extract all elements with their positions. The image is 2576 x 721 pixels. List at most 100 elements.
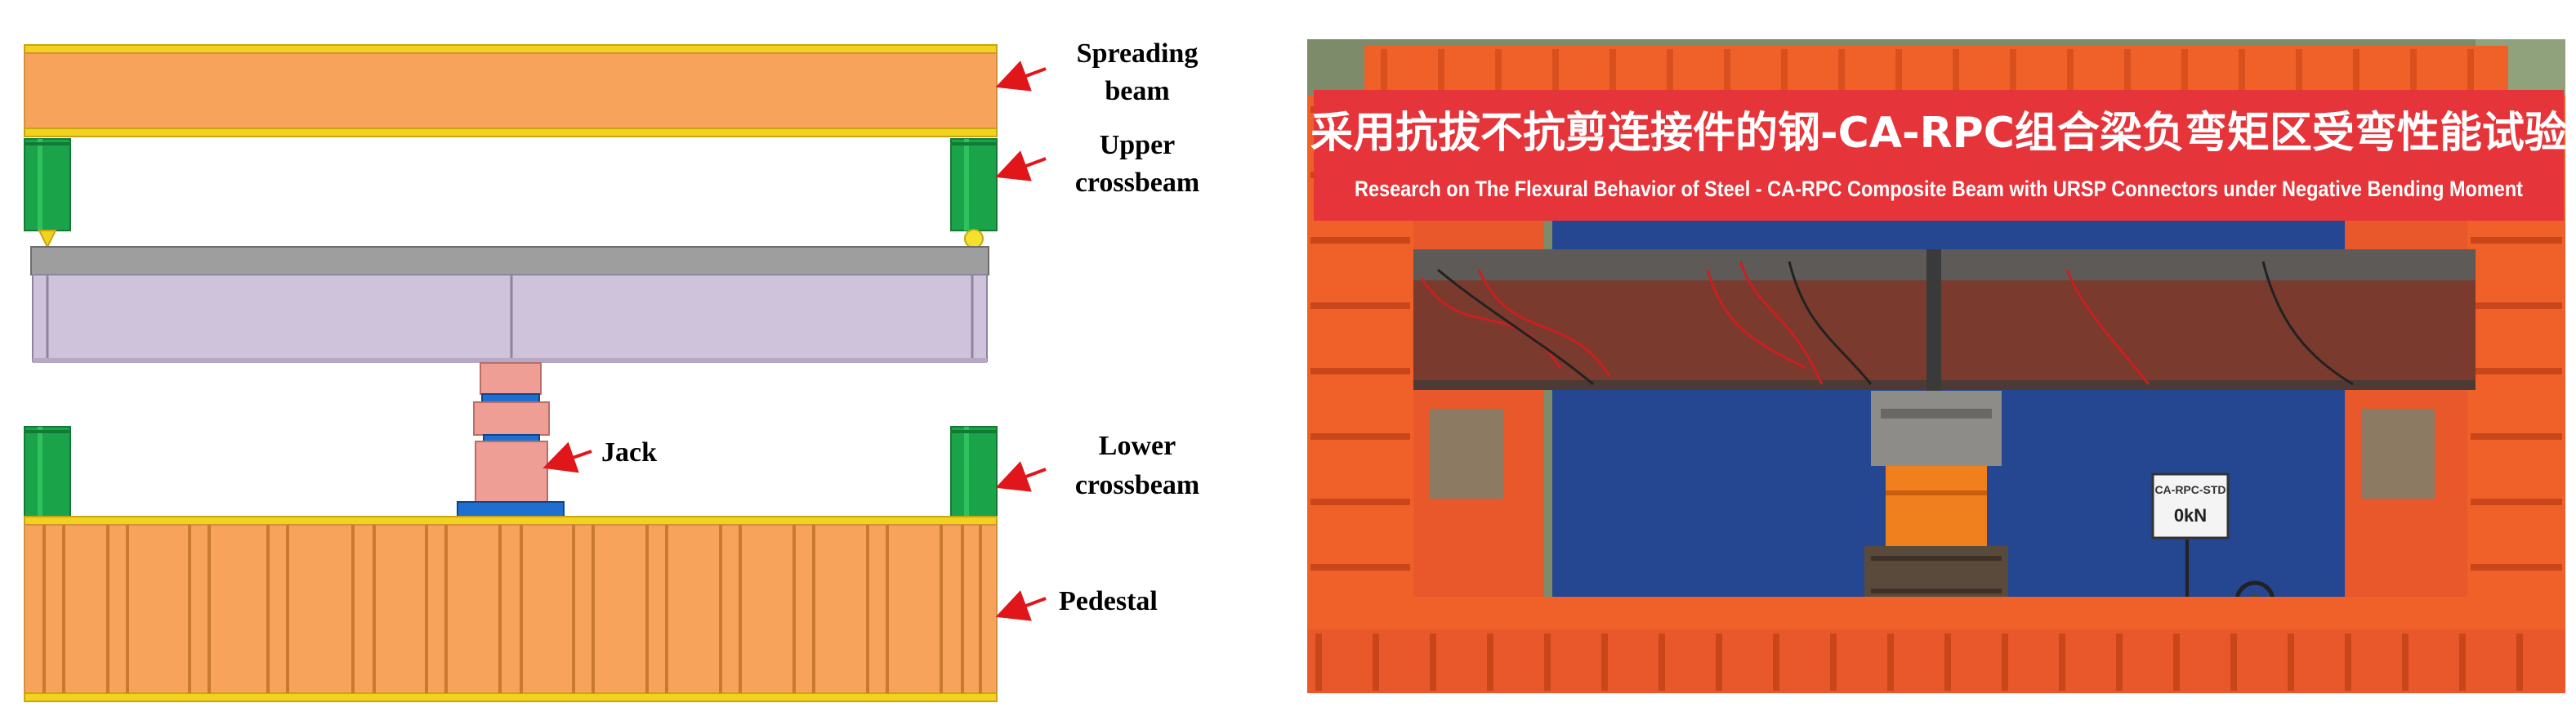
frame-rib bbox=[1895, 49, 1902, 90]
pedestal-arrow bbox=[995, 590, 1047, 621]
frame-rib bbox=[2410, 49, 2417, 90]
display-line1: CA-RPC-STD bbox=[2154, 483, 2226, 496]
upper-crossbeam-arrow bbox=[995, 150, 1047, 181]
test-specimen-beam-photo bbox=[1413, 249, 2476, 390]
pedestal-stiffener bbox=[719, 525, 722, 693]
banner-english-title: Research on The Flexural Behavior of Ste… bbox=[1355, 177, 2523, 201]
frame-rib bbox=[1310, 433, 1410, 440]
frame-rib bbox=[1667, 49, 1673, 90]
frame-rib bbox=[1310, 499, 1410, 505]
frame-rib bbox=[2173, 634, 2180, 691]
frame-rib bbox=[1438, 49, 1444, 90]
pedestal-stiffener bbox=[792, 525, 796, 693]
pedestal-stiffener bbox=[266, 525, 270, 693]
frame-rib bbox=[1887, 634, 1894, 691]
lower-crossbeam-label-line2: crossbeam bbox=[1075, 470, 1199, 500]
frame-rib bbox=[2230, 634, 2237, 691]
display-line2: 0kN bbox=[2174, 505, 2207, 526]
spreading-beam-label-line1: Spreading bbox=[1077, 38, 1199, 69]
pedestal-stiffener bbox=[739, 525, 742, 693]
frame-rib bbox=[2353, 49, 2359, 90]
diagram-svg: Spreading beam Upper crossbeam Jack Lowe… bbox=[24, 38, 1199, 702]
banner-chinese-title: 采用抗拔不抗剪连接件的钢-CA-RPC组合梁负弯矩区受弯性能试验 bbox=[1310, 109, 2567, 158]
jack-arrow bbox=[542, 441, 592, 473]
frame-rib bbox=[1781, 49, 1788, 90]
lower-crossbeam-arrow bbox=[995, 461, 1047, 492]
frame-rib bbox=[1544, 634, 1551, 691]
frame-rib bbox=[2059, 634, 2065, 691]
frame-rib bbox=[1310, 564, 1410, 571]
frame-rib bbox=[1310, 368, 1410, 374]
upper-crossbeam-label-line1: Upper bbox=[1100, 130, 1176, 160]
frame-rib bbox=[2467, 49, 2474, 90]
frame-rib bbox=[1487, 634, 1493, 691]
frame-rib bbox=[1495, 49, 1502, 90]
frame-rib bbox=[1830, 634, 1837, 691]
pedestal-stiffener bbox=[812, 525, 815, 693]
lower-crossbeam-right bbox=[950, 426, 998, 517]
frame-rib bbox=[1609, 49, 1616, 90]
frame-rib bbox=[1381, 49, 1387, 90]
reaction-frame-top bbox=[1364, 46, 2508, 95]
pedestal-stiffener bbox=[208, 525, 211, 693]
pedestal-stiffener bbox=[373, 525, 376, 693]
pedestal-stiffener bbox=[286, 525, 289, 693]
upper-crossbeam-right bbox=[950, 138, 998, 249]
photo-svg: 采用抗拔不抗剪连接件的钢-CA-RPC组合梁负弯矩区受弯性能试验 Researc… bbox=[1307, 39, 2567, 693]
frame-rib bbox=[1373, 634, 1379, 691]
frame-rib bbox=[2471, 433, 2562, 440]
frame-rib bbox=[1601, 634, 1608, 691]
frame-rib bbox=[1716, 634, 1722, 691]
upper-crossbeam-label-line2: crossbeam bbox=[1075, 168, 1199, 198]
frame-rib bbox=[1310, 237, 1410, 244]
frame-rib bbox=[1310, 302, 1410, 309]
frame-rib bbox=[1552, 49, 1559, 90]
frame-rib bbox=[1430, 634, 1436, 691]
pedestal-stiffener bbox=[592, 525, 595, 693]
frame-rib bbox=[2002, 634, 2008, 691]
pedestal-stiffener bbox=[940, 525, 943, 693]
jack-assembly bbox=[457, 362, 565, 517]
frame-rib bbox=[1315, 634, 1322, 691]
frame-rib bbox=[1953, 49, 1959, 90]
jack-label: Jack bbox=[601, 437, 657, 468]
pedestal-stiffener bbox=[106, 525, 109, 693]
pedestal-stiffener bbox=[645, 525, 649, 693]
spreading-beam-arrow bbox=[995, 60, 1047, 92]
pedestal-stiffener bbox=[42, 525, 46, 693]
frame-rib bbox=[2471, 368, 2562, 374]
frame-rib bbox=[2459, 634, 2466, 691]
pedestal-stiffener bbox=[351, 525, 355, 693]
pedestal-stiffener bbox=[886, 525, 889, 693]
frame-rib bbox=[2181, 49, 2188, 90]
frame-rib bbox=[2124, 49, 2131, 90]
lower-crossbeam-left bbox=[24, 426, 71, 517]
frame-rib bbox=[2345, 634, 2351, 691]
pedestal-stiffener bbox=[520, 525, 523, 693]
frame-rib bbox=[2067, 49, 2074, 90]
pedestal-stiffener bbox=[961, 525, 964, 693]
pedestal-stiffener bbox=[425, 525, 428, 693]
pedestal-stiffener bbox=[572, 525, 575, 693]
spreading-beam-label-line2: beam bbox=[1105, 76, 1169, 106]
pedestal-stiffener bbox=[665, 525, 668, 693]
frame-rib bbox=[1944, 634, 1951, 691]
load-display-sign: CA-RPC-STD 0kN bbox=[2147, 472, 2230, 631]
lower-crossbeam-label-line1: Lower bbox=[1099, 431, 1176, 461]
frame-rib bbox=[2402, 634, 2409, 691]
frame-rib bbox=[2010, 49, 2016, 90]
frame-rib bbox=[2471, 564, 2562, 571]
test-specimen-beam bbox=[30, 246, 989, 363]
pedestal-stiffener bbox=[444, 525, 448, 693]
spreading-beam bbox=[24, 44, 998, 137]
pedestal-label: Pedestal bbox=[1059, 586, 1158, 616]
test-setup-diagram: Spreading beam Upper crossbeam Jack Lowe… bbox=[0, 0, 1275, 717]
pedestal-stiffener bbox=[62, 525, 65, 693]
frame-rib bbox=[2471, 499, 2562, 505]
frame-rib bbox=[2116, 634, 2123, 691]
frame-rib bbox=[2239, 49, 2245, 90]
frame-rib bbox=[2296, 49, 2302, 90]
frame-rib bbox=[2471, 302, 2562, 309]
upper-crossbeam-left bbox=[24, 138, 71, 249]
pedestal-stiffener bbox=[866, 525, 869, 693]
